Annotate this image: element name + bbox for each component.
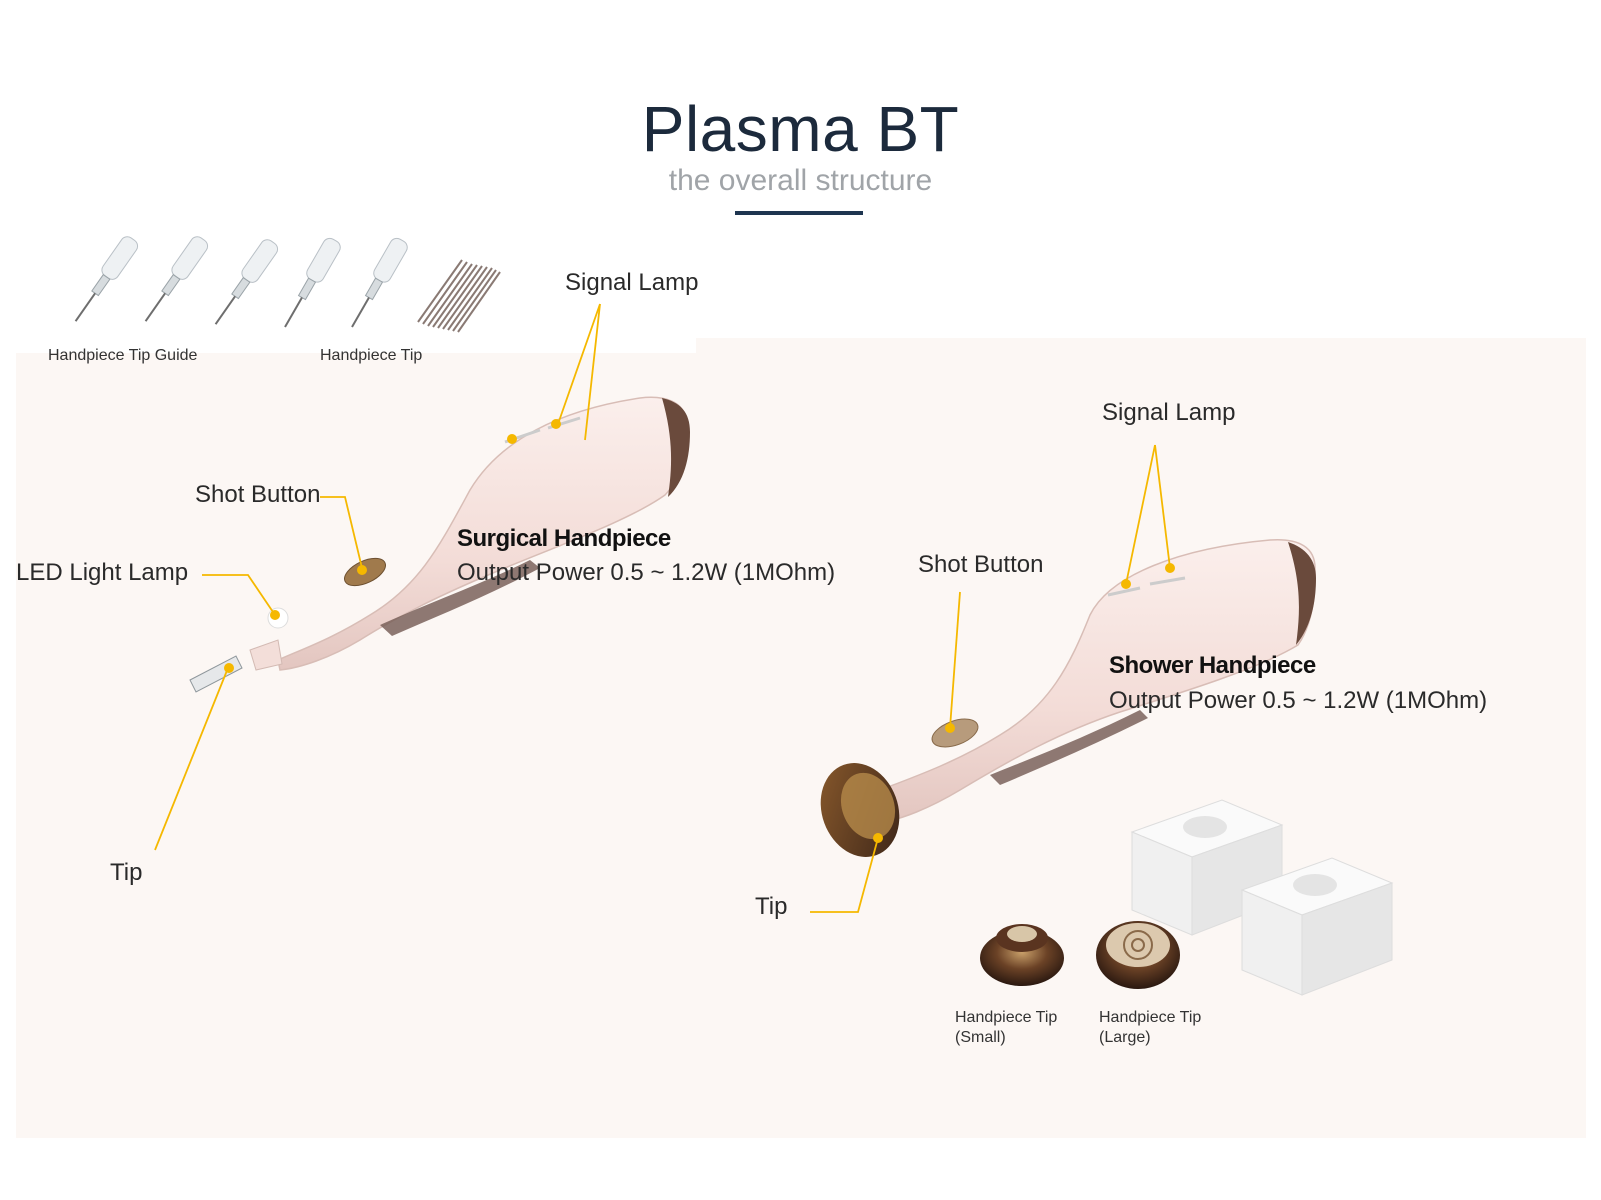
shower-tip-small-line2: (Small) (955, 1029, 1006, 1046)
surgical-callout-dots (224, 419, 561, 673)
title-underline (735, 211, 863, 215)
surgical-shot-button-label: Shot Button (195, 481, 321, 508)
tip-box-2 (1240, 857, 1394, 996)
shower-tip-label: Tip (755, 893, 788, 920)
shower-tip-large (1096, 921, 1180, 989)
page-title: Plasma BT (641, 93, 960, 165)
shower-tip-large-line2: (Large) (1099, 1029, 1151, 1046)
shower-tip-small (980, 924, 1064, 986)
surgical-tip-label: Tip (110, 859, 143, 886)
shower-handpiece-name: Shower Handpiece (1109, 652, 1316, 679)
shower-signal-lamp-label: Signal Lamp (1102, 399, 1236, 426)
content-panel (16, 338, 1586, 1138)
shower-tip-large-label: Handpiece Tip (Large) (1099, 1008, 1201, 1048)
tip-guide-set (74, 236, 408, 328)
shower-tip-small-label: Handpiece Tip (Small) (955, 1008, 1057, 1048)
shower-output-power: Output Power 0.5 ~ 1.2W (1MOhm) (1109, 687, 1488, 714)
surgical-handpiece-name: Surgical Handpiece (457, 525, 671, 552)
tip-guide-label: Handpiece Tip Guide (48, 347, 198, 364)
panel-notch (16, 338, 696, 353)
shower-shot-button-label: Shot Button (918, 551, 1044, 578)
shower-tip-small-line1: Handpiece Tip (955, 1009, 1058, 1026)
shower-handpiece-illustration (820, 539, 1316, 857)
tip-label: Handpiece Tip (320, 347, 423, 364)
surgical-led-lamp-label: LED Light Lamp (16, 559, 189, 586)
page-subtitle: the overall structure (668, 164, 933, 197)
surgical-callouts (154, 303, 601, 851)
tip-needle-bundle (417, 259, 501, 333)
surgical-signal-lamp-label: Signal Lamp (565, 269, 699, 296)
surgical-output-power: Output Power 0.5 ~ 1.2W (1MOhm) (457, 559, 836, 586)
shower-tip-large-line1: Handpiece Tip (1099, 1009, 1202, 1026)
shower-callouts (810, 444, 1171, 913)
shower-callout-dots (873, 563, 1175, 843)
